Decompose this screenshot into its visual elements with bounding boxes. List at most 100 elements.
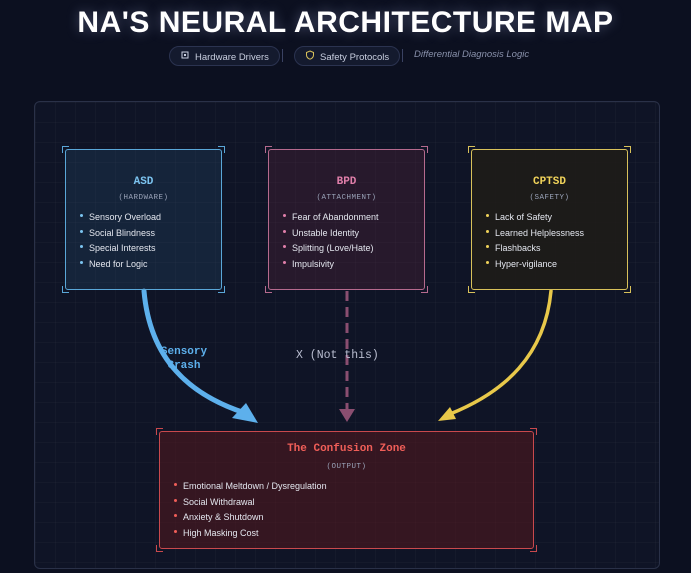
cptsd-to-zone-arrow (448, 289, 553, 416)
list-item-text: Fear of Abandonment (292, 212, 379, 222)
bullet-icon (80, 214, 83, 217)
corner-mark (624, 286, 631, 293)
list-item-text: Social Blindness (89, 227, 156, 238)
asd-title: ASD (133, 176, 154, 188)
sensory-crash-label-line2: Crash (167, 360, 201, 372)
page-title: NA'S NEURAL ARCHITECTURE MAP (77, 6, 614, 39)
list-item: Anxiety & Shutdown (174, 510, 327, 526)
confusion-zone-node[interactable]: The Confusion Zone (OUTPUT) Emotional Me… (156, 428, 537, 552)
list-item-text: Learned Helplessness (495, 227, 585, 238)
list-item: Lack of Safety (486, 210, 584, 226)
bullet-icon (174, 483, 177, 486)
list-item-text: Splitting (Love/Hate) (292, 243, 374, 253)
divider (282, 49, 283, 62)
cptsd-arrowhead (438, 407, 456, 421)
diagram-subtitle: Differential Diagnosis Logic (414, 49, 530, 60)
corner-mark (265, 146, 272, 153)
hardware-drivers-tag[interactable]: Hardware Drivers (169, 46, 280, 66)
bullet-icon (283, 245, 286, 248)
list-item-text: Hyper-vigilance (495, 258, 558, 269)
not-this-label: X (Not this) (296, 349, 379, 362)
corner-mark (156, 545, 163, 552)
bullet-icon (80, 260, 83, 264)
hardware-drivers-label: Hardware Drivers (195, 52, 269, 63)
header-tags: Hardware Drivers Safety Protocols Differ… (0, 46, 691, 68)
list-item-text: Flashbacks (495, 243, 541, 253)
bullet-icon (174, 514, 177, 517)
bullet-icon (486, 260, 489, 264)
corner-mark (62, 286, 69, 293)
corner-mark (218, 286, 225, 293)
list-item-text: Social Withdrawal (183, 496, 255, 507)
corner-mark (421, 286, 428, 293)
corner-mark (530, 545, 537, 552)
list-item: Need for Logic (80, 257, 161, 273)
list-item-text: Special Interests (89, 243, 156, 253)
bpd-subtitle: (ATTACHMENT) (316, 194, 377, 202)
corner-mark (530, 428, 537, 435)
asd-subtitle: (HARDWARE) (118, 194, 169, 202)
corner-mark (156, 428, 163, 435)
list-item-text: Impulsivity (292, 258, 335, 269)
zone-output-list: Emotional Meltdown / Dysregulation Socia… (174, 479, 327, 541)
bullet-icon (283, 260, 286, 264)
bullet-icon (486, 229, 489, 233)
list-item: Social Withdrawal (174, 495, 327, 511)
list-item: Sensory Overload (80, 210, 161, 226)
list-item: Emotional Meltdown / Dysregulation (174, 479, 327, 495)
list-item: Flashbacks (486, 241, 584, 257)
corner-mark (468, 286, 475, 293)
asd-to-zone-arrow (141, 288, 248, 416)
cptsd-node[interactable]: CPTSD (SAFETY) Lack of Safety Learned He… (468, 146, 631, 293)
bullet-icon (80, 245, 83, 248)
list-item-text: Anxiety & Shutdown (183, 512, 264, 522)
bullet-icon (80, 229, 83, 233)
asd-trait-list: Sensory Overload Social Blindness Specia… (80, 210, 161, 272)
bullet-icon (174, 529, 177, 533)
asd-node[interactable]: ASD (HARDWARE) Sensory Overload Social B… (62, 146, 225, 293)
bpd-title: BPD (336, 176, 357, 188)
zone-title: The Confusion Zone (287, 443, 406, 455)
list-item: Special Interests (80, 241, 161, 257)
asd-arrowhead (232, 403, 258, 423)
safety-protocols-label: Safety Protocols (320, 52, 390, 63)
corner-mark (624, 146, 631, 153)
sensory-crash-label-line1: Sensory (160, 346, 208, 358)
list-item: Splitting (Love/Hate) (283, 241, 379, 257)
safety-protocols-tag[interactable]: Safety Protocols (294, 46, 401, 67)
list-item: Unstable Identity (283, 226, 379, 242)
chip-icon (178, 47, 192, 67)
list-item: High Masking Cost (174, 526, 327, 542)
cptsd-trait-list: Lack of Safety Learned Helplessness Flas… (486, 210, 584, 272)
bpd-trait-list: Fear of Abandonment Unstable Identity Sp… (283, 210, 379, 272)
list-item: Social Blindness (80, 226, 161, 242)
bullet-icon (486, 214, 489, 217)
list-item: Hyper-vigilance (486, 257, 584, 273)
divider (402, 49, 403, 62)
list-item: Learned Helplessness (486, 226, 584, 242)
bullet-icon (174, 498, 177, 502)
cptsd-subtitle: (SAFETY) (529, 194, 570, 202)
bullet-icon (486, 245, 489, 248)
list-item-text: Sensory Overload (89, 212, 162, 222)
corner-mark (421, 146, 428, 153)
list-item-text: Emotional Meltdown / Dysregulation (183, 481, 327, 491)
list-item-text: Unstable Identity (292, 227, 360, 238)
list-item-text: Need for Logic (89, 258, 148, 269)
bullet-icon (283, 214, 286, 217)
zone-subtitle: (OUTPUT) (326, 463, 367, 471)
bpd-node[interactable]: BPD (ATTACHMENT) Fear of Abandonment Uns… (265, 146, 428, 293)
corner-mark (265, 286, 272, 293)
list-item: Impulsivity (283, 257, 379, 273)
corner-mark (468, 146, 475, 153)
shield-icon (303, 47, 317, 67)
list-item-text: Lack of Safety (495, 212, 553, 222)
sensory-crash-label: Sensory Crash (148, 345, 220, 373)
corner-mark (62, 146, 69, 153)
cptsd-title: CPTSD (532, 176, 566, 188)
corner-mark (218, 146, 225, 153)
list-item-text: High Masking Cost (183, 527, 259, 538)
list-item: Fear of Abandonment (283, 210, 379, 226)
bpd-arrowhead (339, 409, 355, 422)
